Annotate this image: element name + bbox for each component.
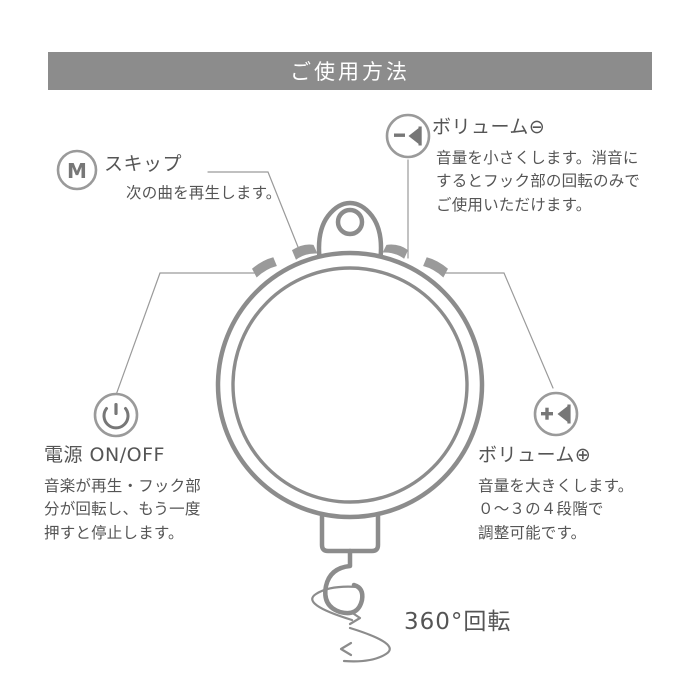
rim-button-volume-down — [382, 244, 409, 259]
page-header-bar: ご使用方法 — [48, 52, 652, 90]
callout-power-title: 電源 ON/OFF — [44, 444, 165, 466]
device-tab-ring-hole — [335, 207, 365, 237]
device-rim-buttons — [252, 244, 448, 278]
callout-power: 電源 ON/OFF 音楽が再生・フック部 分が回転し、もう一度 押すと停止します… — [44, 443, 201, 545]
leader-line-skip — [207, 171, 301, 253]
rim-button-skip — [291, 244, 318, 260]
callout-volume-down-body: 音量を小さくします。消音に するとフック部の回転のみで ご使用いただけます。 — [436, 147, 640, 218]
volume-minus-track-icon — [385, 113, 431, 159]
callout-volume-up: ボリューム⊕ 音量を大きくします。 ０〜３の４段階で 調整可能です。 — [478, 443, 633, 545]
callout-rotation: 360°回転 — [404, 608, 511, 638]
device-inner-ring — [231, 266, 469, 504]
callout-volume-up-title: ボリューム⊕ — [478, 444, 592, 466]
page-title: ご使用方法 — [290, 60, 410, 84]
callout-volume-down-title: ボリューム⊖ — [432, 116, 546, 138]
callout-volume-up-body-line: 調整可能です。 — [478, 523, 587, 542]
rim-button-volume-up — [423, 257, 448, 278]
callout-power-body-line: 音楽が再生・フック部 — [44, 476, 202, 495]
callout-skip-body: 次の曲を再生します。 — [126, 182, 281, 206]
callout-skip-body-line: 次の曲を再生します。 — [126, 183, 282, 202]
callout-volume-down-body-line: ご使用いただけます。 — [436, 195, 592, 214]
device-hook — [323, 548, 365, 616]
circle-m-icon: M — [56, 149, 98, 191]
callout-volume-down-body-line: 音量を小さくします。消音に — [436, 148, 639, 167]
power-icon — [93, 392, 139, 438]
rim-button-power — [252, 257, 277, 278]
callout-power-body: 音楽が再生・フック部 分が回転し、もう一度 押すと停止します。 — [44, 475, 201, 546]
callout-power-body-line: 分が回転し、もう一度 — [44, 500, 201, 519]
leader-line-power — [115, 272, 259, 396]
callout-volume-up-body-line: ０〜３の４段階で — [478, 500, 604, 519]
device-illustration — [215, 200, 485, 616]
callout-volume-down: ボリューム⊖ 音量を小さくします。消音に するとフック部の回転のみで ご使用いた… — [432, 115, 640, 217]
callout-skip-title: スキップ — [104, 153, 183, 175]
volume-plus-track-icon — [533, 391, 579, 437]
callout-rotation-title: 360°回転 — [404, 609, 512, 635]
svg-text:M: M — [67, 159, 87, 183]
callout-volume-down-body-line: するとフック部の回転のみで — [436, 172, 641, 191]
callout-volume-up-body-line: 音量を大きくします。 — [478, 476, 634, 495]
rotation-arrows-icon — [311, 585, 391, 663]
callout-volume-up-body: 音量を大きくします。 ０〜３の４段階で 調整可能です。 — [478, 475, 633, 546]
callout-power-body-line: 押すと停止します。 — [44, 523, 184, 542]
callout-skip: スキップ 次の曲を再生します。 — [104, 152, 281, 205]
leader-line-volume-up — [440, 272, 554, 389]
